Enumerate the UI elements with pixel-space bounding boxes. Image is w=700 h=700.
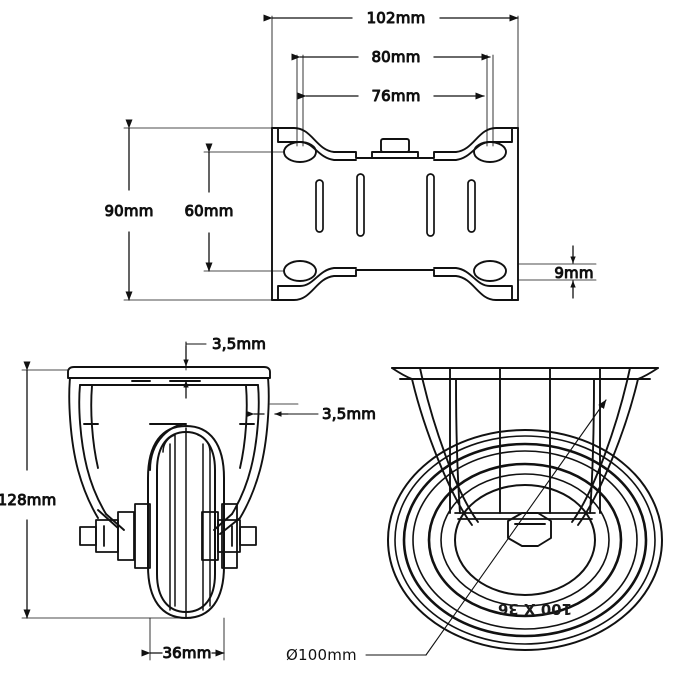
diameter-leader-line [365,399,607,656]
front-view-plate [67,366,271,386]
top-view-plate: 102mm 80mm 76mm 90mm 60mm 9mm [104,9,597,301]
rear-view-wheel-rings [387,429,663,651]
front-view-caster: 3,5mm 3,5mm 128mm 36mm [0,335,376,663]
top-view-extension-lines [123,15,597,301]
dimension-label-102mm: 102mm [367,9,426,27]
dimension-label-128mm: 128mm [0,491,56,509]
dimension-label-80mm: 80mm [371,48,420,66]
front-view-axle-right [201,511,257,561]
plate-rib-slots [315,173,476,237]
tire-marking: 100 X 36 [498,600,572,618]
dimension-label-9mm: 9mm [554,264,593,282]
tire-marking-label: 100 X 36 [498,600,572,618]
dimension-label-36mm: 36mm [162,644,211,662]
front-view-fork [68,377,270,535]
plate-center-boss [371,138,419,159]
dimension-label-diameter-100mm: Ø100mm [286,646,357,664]
front-view-axle-left [79,511,135,561]
dimension-label-90mm: 90mm [104,202,153,220]
dimension-label-76mm: 76mm [371,87,420,105]
rear-view-caster [365,367,663,656]
rear-view-bracket [391,367,659,526]
dimension-3-5mm-plate [183,341,207,399]
front-view-extension-lines [21,343,299,661]
rear-view-hub-bar [454,512,596,520]
front-view-wheel-ribs [162,427,211,618]
dimension-label-3-5mm-fork: 3,5mm [322,405,376,423]
front-view-hub [134,503,238,569]
dimension-label-3-5mm-plate: 3,5mm [212,335,266,353]
plate-mounting-holes [283,141,507,282]
dimension-label-60mm: 60mm [184,202,233,220]
front-view-wheel [147,423,225,619]
